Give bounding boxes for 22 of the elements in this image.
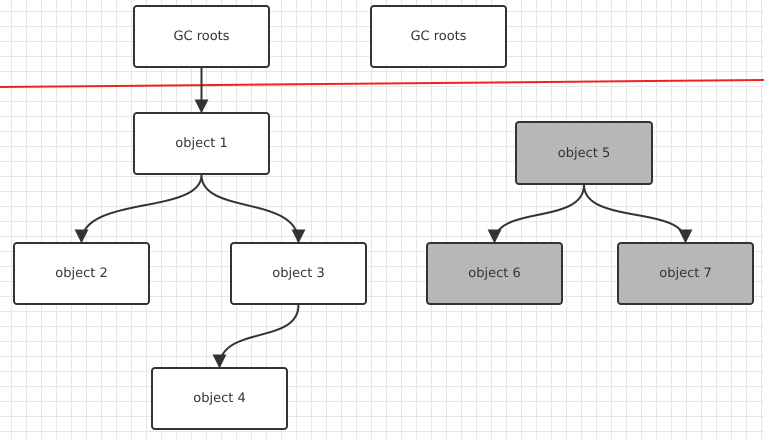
arrow	[583, 184, 690, 244]
object-box	[133, 112, 270, 175]
object-box	[133, 5, 270, 68]
node-label: object 4	[193, 391, 246, 406]
object-box	[515, 121, 653, 185]
node-label: object 7	[659, 266, 712, 281]
node-label: object 5	[558, 146, 610, 160]
node-label: GC roots	[410, 29, 467, 44]
arrow	[200, 174, 304, 244]
object-box	[230, 242, 367, 305]
object-box	[617, 242, 754, 305]
object-box	[13, 242, 150, 305]
object-box	[426, 242, 563, 305]
object-box	[151, 367, 288, 430]
node-label: object 3	[272, 266, 325, 281]
node-label: object 1	[175, 136, 228, 151]
arrow	[214, 304, 300, 368]
arrow	[194, 68, 208, 114]
node-label: object 2	[55, 266, 108, 281]
node-label: object 6	[468, 266, 521, 281]
object-box	[370, 5, 507, 68]
node-label: GC roots	[173, 29, 230, 44]
